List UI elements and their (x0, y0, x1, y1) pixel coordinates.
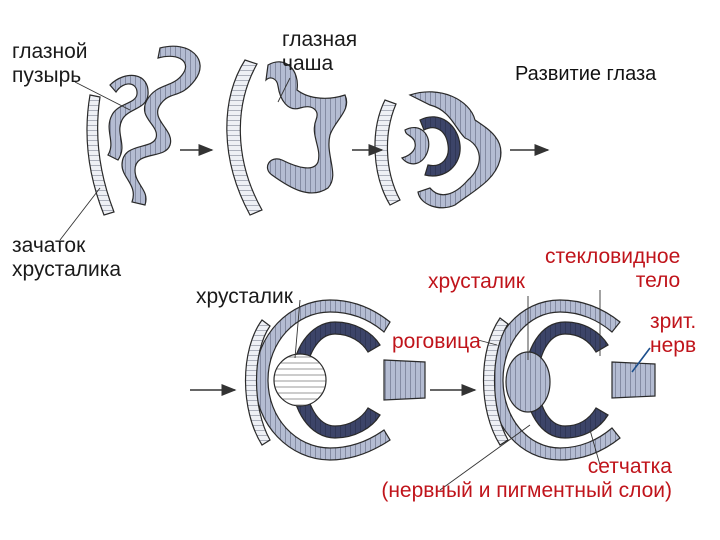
ectoderm-band-3 (374, 99, 401, 206)
lens-5 (505, 351, 551, 413)
page-title: Развитие глаза (515, 63, 657, 85)
leader-retina-1 (439, 424, 531, 491)
optic-nerve-5 (611, 361, 656, 399)
surface-ectoderm-4 (244, 319, 271, 446)
leader-lines (59, 77, 601, 491)
optic-cup-wall (265, 61, 348, 194)
leader-optic-cup (277, 77, 291, 103)
leader-optic-vesicle (74, 81, 131, 111)
stage-optic-cup (226, 59, 348, 216)
leader-lens-1 (294, 299, 301, 359)
label-lens-2: хрусталик (428, 270, 525, 293)
label-optic-vesicle: глазной пузырь (12, 40, 88, 87)
optic-stalk-4 (383, 359, 426, 401)
ectoderm-band (86, 94, 115, 216)
leader-optic-nerve (631, 347, 651, 373)
leader-lens-placode (59, 187, 101, 241)
inner-cup-dark (419, 116, 461, 177)
arrows (180, 144, 550, 396)
vesicle-wall-2 (107, 74, 149, 161)
lens-pit (400, 127, 430, 165)
stage-mature-eye (482, 299, 656, 461)
ectoderm-band-2 (226, 59, 263, 216)
stage-optic-vesicle (86, 45, 201, 216)
stage-lens-vesicle (244, 299, 426, 461)
label-retina: сетчатка (нервный и пигментный слои) (381, 455, 672, 502)
cornea-5 (482, 317, 509, 446)
label-optic-nerve: зрит. нерв (650, 310, 697, 357)
leader-cornea (477, 339, 498, 346)
label-optic-cup: глазная чаша (282, 28, 358, 75)
label-vitreous-body: стекловидное тело (545, 245, 681, 292)
leader-retina-2 (589, 429, 601, 466)
lens-vesicle-4 (273, 353, 327, 407)
label-lens-placode: зачаток хрусталика (12, 234, 122, 281)
vesicle-wall (121, 45, 201, 206)
label-cornea: роговица (392, 330, 481, 353)
outer-cup (408, 91, 502, 209)
label-lens-1: хрусталик (196, 285, 293, 308)
stage-lens-invagination (374, 91, 502, 209)
